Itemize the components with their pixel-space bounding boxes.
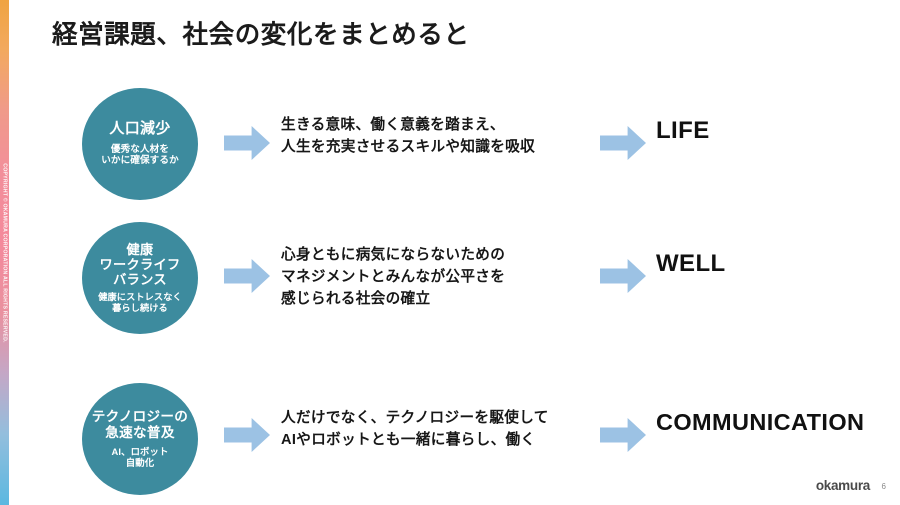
page-number: 6 [881, 482, 886, 491]
topic-circle-3-subtitle: AI、ロボット 自動化 [111, 445, 169, 469]
page-title: 経営課題、社会の変化をまとめると [52, 21, 470, 49]
right-arrow-icon [224, 259, 270, 293]
topic-circle-3: テクノロジーの 急速な普及 AI、ロボット 自動化 [82, 383, 198, 495]
right-arrow-icon-3-left [224, 418, 270, 452]
row-2-keyword: WELL [656, 250, 726, 277]
topic-circle-3-title: テクノロジーの 急速な普及 [91, 409, 189, 441]
right-arrow-icon-1-right [600, 126, 646, 160]
right-arrow-icon-2-left [224, 259, 270, 293]
topic-circle-1-subtitle: 優秀な人材を いかに確保するか [101, 143, 179, 167]
topic-circle-1-title: 人口減少 [109, 119, 171, 137]
content-row-2: 健康 ワークライフ バランス 健康にストレスなく 暮らし続ける 心身ともに病気に… [0, 222, 900, 342]
right-arrow-icon [600, 126, 646, 160]
row-3-body-text: 人だけでなく、テクノロジーを駆使して AIやロボットとも一緒に暮らし、働く [281, 410, 549, 449]
topic-circle-2-title: 健康 ワークライフ バランス [99, 241, 181, 288]
right-arrow-icon [600, 418, 646, 452]
right-arrow-icon [600, 259, 646, 293]
topic-circle-1: 人口減少 優秀な人材を いかに確保するか [82, 88, 198, 200]
row-3-keyword: COMMUNICATION [656, 409, 865, 435]
okamura-logo: okamura [815, 478, 870, 493]
row-1-keyword: LIFE [656, 117, 710, 144]
content-row-3: テクノロジーの 急速な普及 AI、ロボット 自動化 人だけでなく、テクノロジーを… [0, 377, 900, 497]
row-2-body-text: 心身ともに病気にならないための マネジメントとみんなが公平さを 感じられる社会の… [281, 247, 506, 308]
row-1-body-text: 生きる意味、働く意義を踏まえ、 人生を充実させるスキルや知識を吸収 [281, 117, 536, 156]
left-gradient-accent-bar [0, 0, 9, 505]
right-arrow-icon [224, 418, 270, 452]
topic-circle-2-subtitle: 健康にストレスなく 暮らし続ける [98, 291, 182, 313]
right-arrow-icon [224, 126, 270, 160]
right-arrow-icon-3-right [600, 418, 646, 452]
right-arrow-icon-1-left [224, 126, 270, 160]
topic-circle-2: 健康 ワークライフ バランス 健康にストレスなく 暮らし続ける [82, 222, 198, 334]
right-arrow-icon-2-right [600, 259, 646, 293]
content-row-1: 人口減少 優秀な人材を いかに確保するか 生きる意味、働く意義を踏まえ、 人生を… [0, 84, 900, 204]
